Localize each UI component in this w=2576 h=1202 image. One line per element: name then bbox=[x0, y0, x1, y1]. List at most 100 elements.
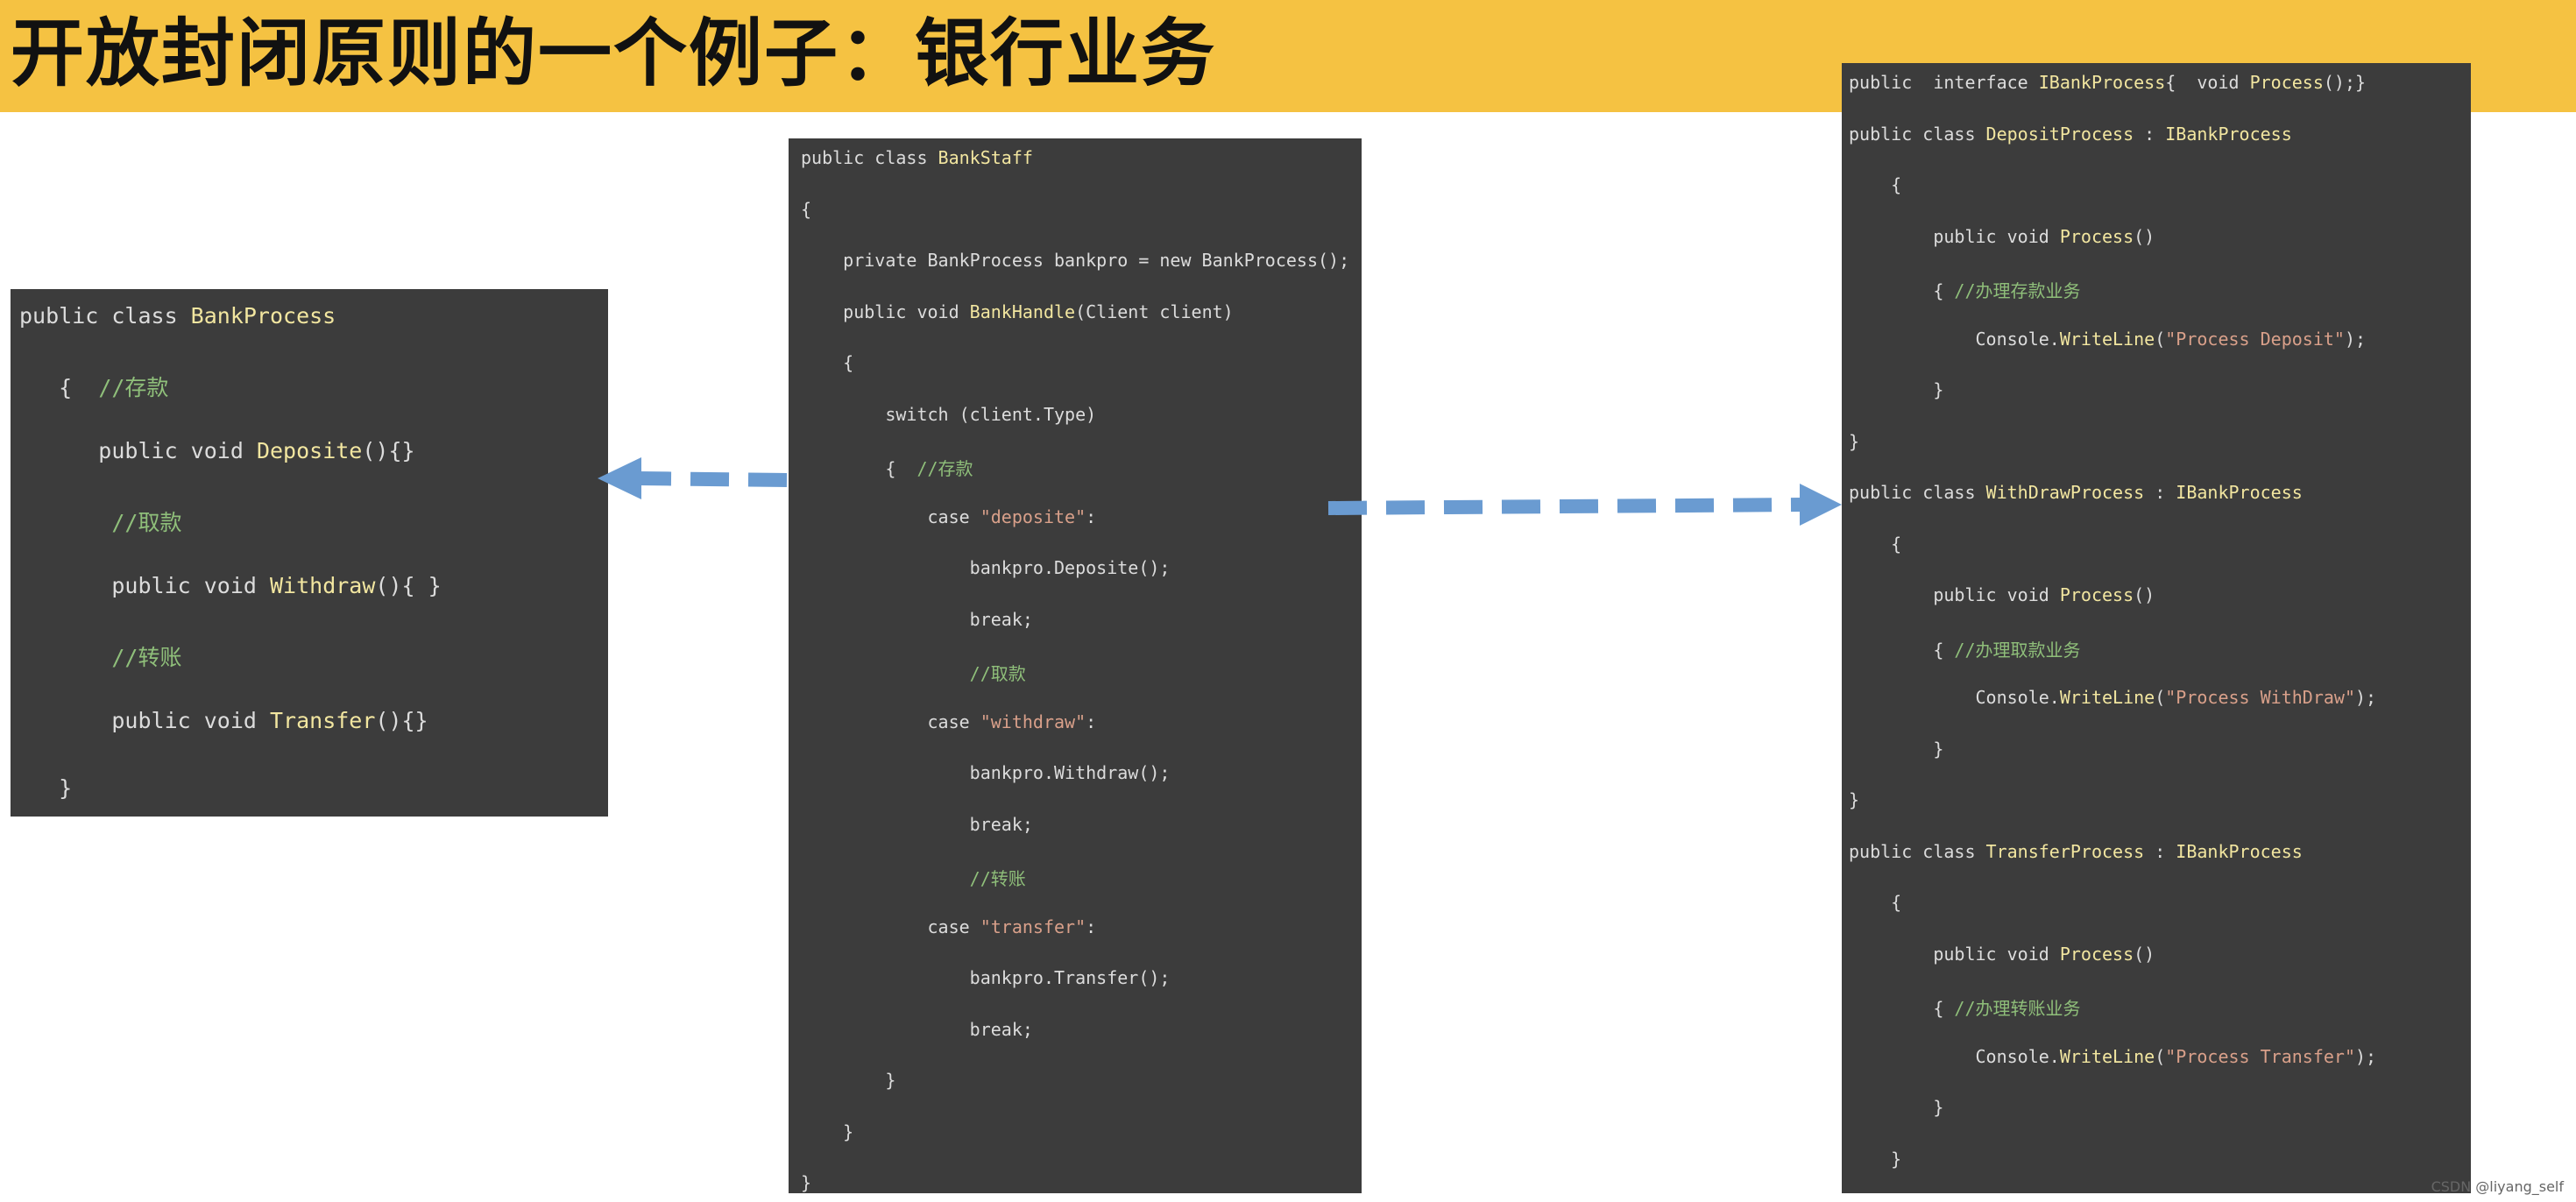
code-token: { bbox=[1849, 639, 1955, 661]
arrow-left-shaft bbox=[637, 471, 788, 487]
code-token: ); bbox=[2355, 687, 2377, 708]
code-token: Transfer bbox=[269, 708, 376, 733]
code-token: private BankProcess bankpro = new BankPr… bbox=[801, 250, 1350, 271]
code-token: case bbox=[801, 711, 980, 732]
code-token: case bbox=[801, 916, 980, 937]
code-token: //办理取款业务 bbox=[1954, 639, 2081, 661]
code-token: ); bbox=[2355, 1045, 2377, 1067]
code-token: "deposite" bbox=[980, 506, 1086, 527]
code-line: break; bbox=[801, 1019, 1033, 1040]
code-token: //转账 bbox=[969, 868, 1026, 889]
code-line: } bbox=[1849, 789, 1859, 810]
code-line: public void Withdraw(){ } bbox=[19, 573, 442, 598]
code-token: bankpro.Deposite(); bbox=[801, 557, 1171, 578]
arrow-right-head bbox=[1800, 484, 1842, 526]
code-token: Withdraw bbox=[269, 573, 376, 598]
code-token: BankHandle bbox=[969, 300, 1076, 322]
code-token: "Process Transfer" bbox=[2165, 1045, 2355, 1067]
arrow-left-head bbox=[598, 457, 641, 499]
code-line: case "transfer": bbox=[801, 916, 1096, 937]
code-token: { bbox=[801, 458, 917, 479]
code-token: public class bbox=[19, 303, 191, 329]
bankstaff-code-panel: public class BankStaff { private BankProc… bbox=[789, 138, 1362, 1193]
code-token: Process bbox=[2059, 225, 2134, 247]
code-token: } bbox=[801, 1172, 812, 1193]
code-line: { bbox=[801, 199, 811, 220]
code-token: : bbox=[2144, 840, 2176, 862]
code-token: "Process WithDraw" bbox=[2165, 687, 2355, 708]
code-line: } bbox=[801, 1172, 811, 1193]
code-token: public void bbox=[19, 708, 270, 733]
code-token: Process bbox=[2059, 943, 2134, 965]
code-line: bankpro.Transfer(); bbox=[801, 967, 1171, 988]
code-token: { bbox=[1849, 998, 1955, 1019]
code-line: public class BankStaff bbox=[801, 147, 1033, 168]
code-token: break; bbox=[801, 1018, 1033, 1040]
code-token: //办理转账业务 bbox=[1954, 998, 2081, 1019]
code-token: public interface bbox=[1849, 72, 2039, 93]
code-token: } bbox=[1849, 738, 1944, 760]
code-line: //转账 bbox=[19, 640, 181, 672]
code-token: public class bbox=[801, 147, 938, 168]
code-token: } bbox=[1849, 1148, 1902, 1170]
code-token: public void bbox=[1849, 225, 2060, 247]
code-token: "Process Deposit" bbox=[2165, 328, 2345, 350]
code-token: Console. bbox=[1849, 328, 2060, 350]
code-token: public void bbox=[1849, 584, 2060, 605]
code-line: { bbox=[1849, 892, 1901, 913]
code-token: Console. bbox=[1849, 1045, 2060, 1067]
code-token: BankStaff bbox=[938, 147, 1033, 168]
code-token: WriteLine bbox=[2059, 328, 2155, 350]
code-token: break; bbox=[801, 813, 1033, 835]
slide-title: 开放封闭原则的一个例子：银行业务 bbox=[11, 11, 1217, 96]
code-token: () bbox=[2134, 943, 2155, 965]
code-token: public void bbox=[19, 438, 257, 463]
code-token: case bbox=[801, 506, 980, 527]
code-token: //存款 bbox=[916, 458, 973, 479]
watermark: CSDN @liyang_self bbox=[2431, 1178, 2564, 1195]
code-token: BankProcess bbox=[190, 303, 336, 329]
code-line: //取款 bbox=[19, 506, 181, 537]
code-token: } bbox=[1849, 789, 1860, 810]
code-token: public void bbox=[801, 300, 970, 322]
code-line: public void Process() bbox=[1849, 944, 2155, 965]
code-token: bankpro.Withdraw(); bbox=[801, 762, 1171, 783]
code-token: //取款 bbox=[111, 510, 182, 535]
code-line: { //办理取款业务 bbox=[1849, 636, 2081, 661]
code-line: } bbox=[1849, 431, 1859, 452]
code-token: { bbox=[1849, 280, 1955, 301]
code-token: switch (client.Type) bbox=[801, 403, 1097, 425]
code-token: DepositProcess bbox=[1985, 123, 2134, 145]
code-token: IBankProcess bbox=[2165, 123, 2292, 145]
code-token: : bbox=[2144, 482, 2176, 503]
code-line: { //存款 bbox=[801, 455, 973, 480]
code-token: public class bbox=[1849, 840, 1986, 862]
code-line: } bbox=[1849, 379, 1943, 400]
code-line: { //存款 bbox=[19, 371, 168, 402]
code-token: { bbox=[801, 352, 854, 373]
code-line: private BankProcess bankpro = new BankPr… bbox=[801, 250, 1349, 271]
code-token: public void bbox=[1849, 943, 2060, 965]
bankprocess-code-panel: public class BankProcess { //存款 public v… bbox=[11, 289, 608, 817]
code-line: { bbox=[1849, 534, 1901, 555]
code-token: //转账 bbox=[111, 645, 182, 670]
code-token: Deposite bbox=[256, 438, 363, 463]
code-token: IBankProcess bbox=[2176, 482, 2303, 503]
code-token: "withdraw" bbox=[980, 711, 1086, 732]
code-line: public interface IBankProcess{ void Proc… bbox=[1849, 72, 2366, 93]
code-token: (){ } bbox=[375, 573, 442, 598]
code-line: public class BankProcess bbox=[19, 303, 336, 329]
code-token: (){} bbox=[375, 708, 428, 733]
code-line: public void Transfer(){} bbox=[19, 708, 428, 733]
code-line: { bbox=[1849, 174, 1901, 195]
ibankprocess-code-panel: public interface IBankProcess{ void Proc… bbox=[1842, 63, 2471, 1193]
code-line: break; bbox=[801, 814, 1033, 835]
code-token: WriteLine bbox=[2059, 1045, 2155, 1067]
code-line: public class WithDrawProcess : IBankProc… bbox=[1849, 482, 2303, 503]
code-line: public void Deposite(){} bbox=[19, 438, 414, 463]
code-line: } bbox=[1849, 1149, 1901, 1170]
code-line: } bbox=[1849, 739, 1943, 760]
code-line: //取款 bbox=[801, 660, 1026, 685]
code-token: WithDrawProcess bbox=[1985, 482, 2145, 503]
code-line: case "deposite": bbox=[801, 506, 1096, 527]
